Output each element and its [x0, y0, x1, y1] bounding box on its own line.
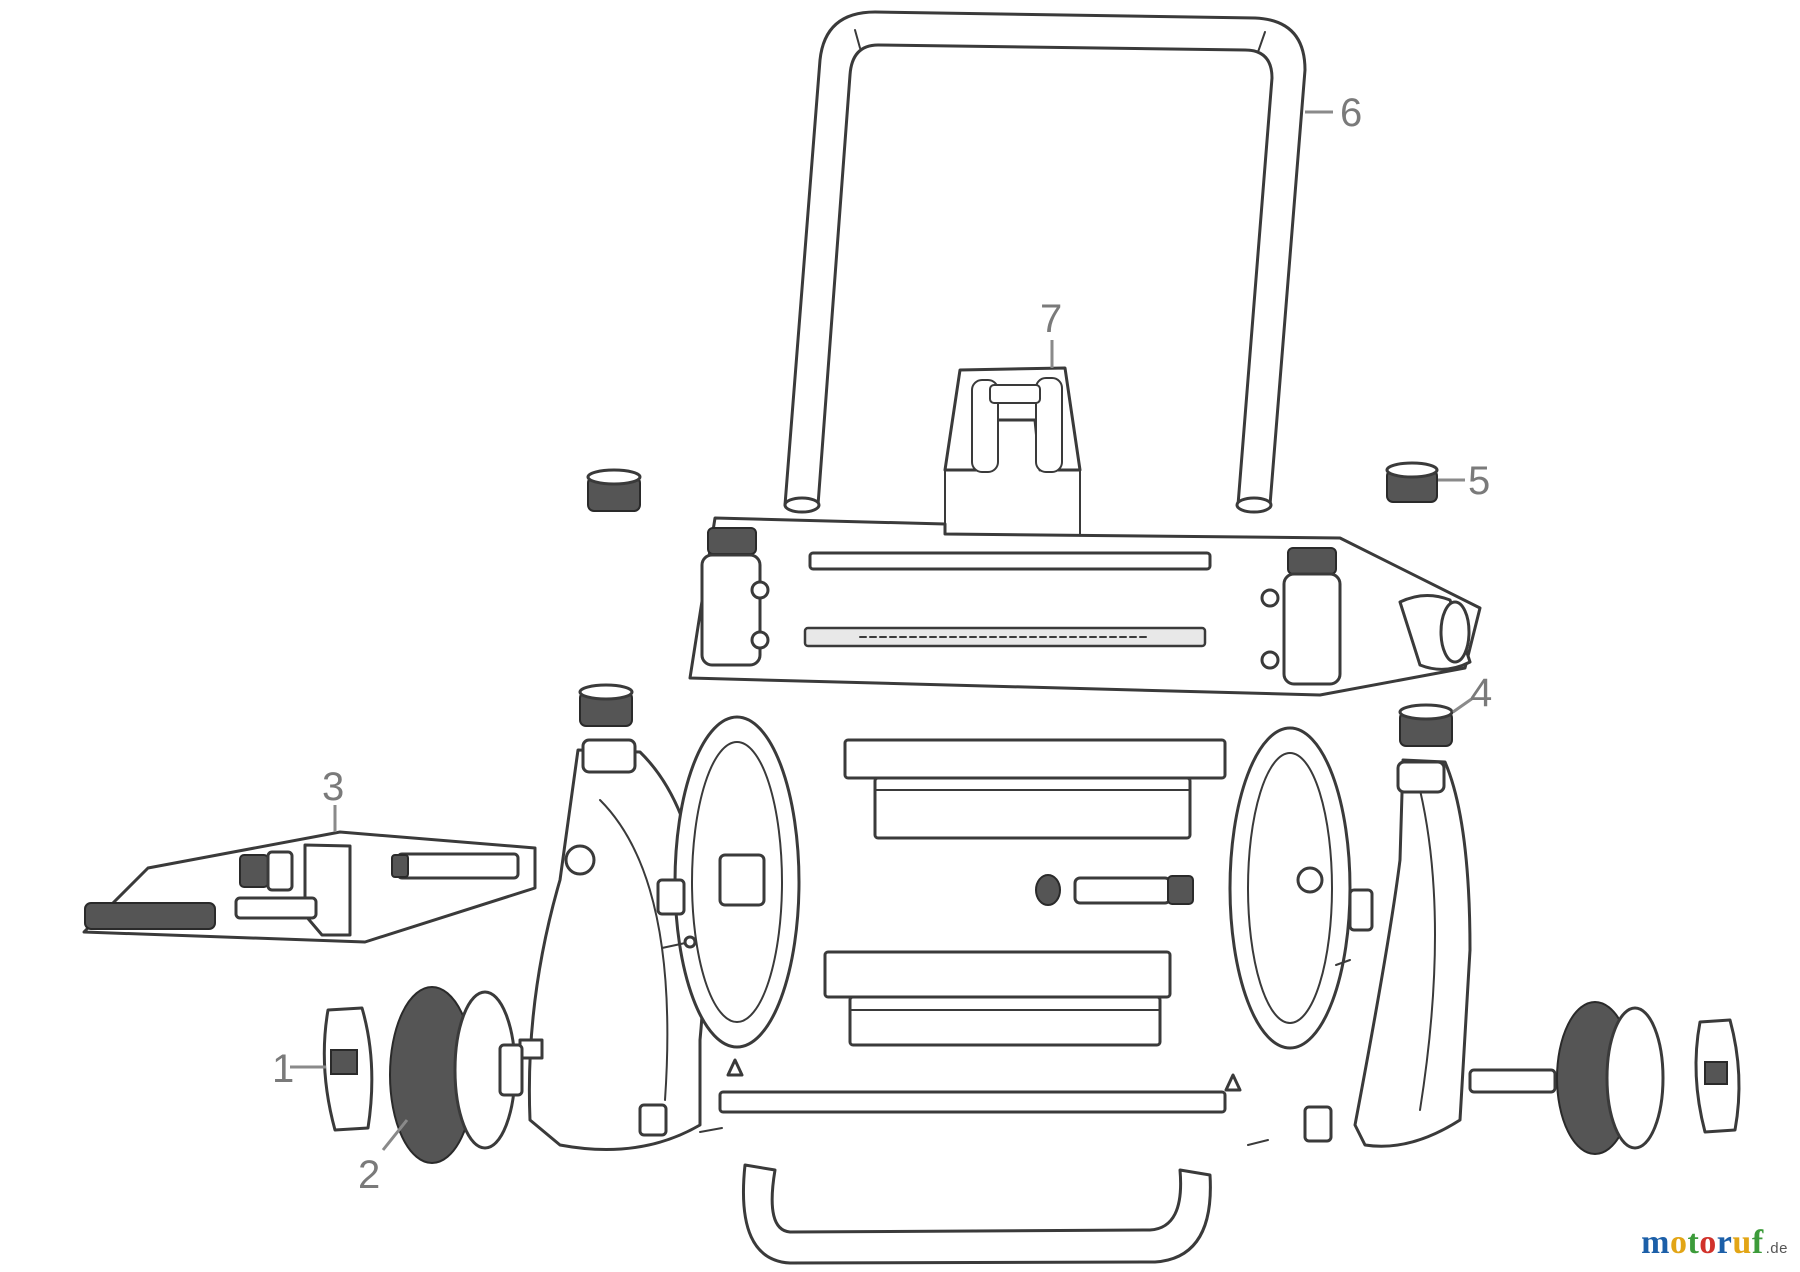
- part-6-handle: [783, 10, 1307, 514]
- part-5-cap-right: [1385, 461, 1439, 503]
- brand-letter: r: [1716, 1224, 1733, 1261]
- leader-lines: [290, 110, 1474, 1151]
- brand-letter: u: [1732, 1224, 1752, 1261]
- part-2-wheel: [389, 986, 524, 1164]
- left-reel-disc: [673, 715, 801, 1049]
- brand-suffix: .de: [1765, 1240, 1788, 1257]
- callout-2: 2: [358, 1153, 380, 1197]
- callout-1: 1: [272, 1047, 294, 1091]
- part-1-hubcap: [322, 1006, 374, 1132]
- upper-drum-slats: [843, 738, 1227, 840]
- right-side-frame: [1353, 758, 1557, 1148]
- right-reel-disc: [1228, 726, 1352, 1050]
- brand-letter: t: [1687, 1224, 1700, 1261]
- callout-5: 5: [1468, 459, 1490, 503]
- brand-letter: o: [1669, 1224, 1688, 1261]
- callout-4: 4: [1470, 671, 1492, 715]
- bottom-handle: [741, 1163, 1212, 1265]
- lower-drum-slats: [823, 950, 1172, 1047]
- right-wheel: [1556, 1001, 1665, 1155]
- cap-top-left: [586, 468, 642, 512]
- brand-logo: motoruf.de: [1641, 1224, 1788, 1262]
- small-fasteners: [638, 878, 1374, 1146]
- brand-letter: o: [1699, 1224, 1717, 1261]
- brand-letter: f: [1751, 1224, 1764, 1261]
- left-side-frame: [518, 738, 706, 1151]
- bottom-axle: [718, 1090, 1227, 1114]
- part-3-detail-inset: [82, 830, 537, 944]
- callout-3: 3: [322, 765, 344, 809]
- callout-7: 7: [1040, 297, 1062, 341]
- part-7-bracket: [943, 366, 1082, 473]
- center-coupling: [1035, 874, 1194, 906]
- right-hubcap: [1694, 1018, 1741, 1134]
- brand-letter: m: [1641, 1224, 1670, 1261]
- callout-6: 6: [1340, 91, 1362, 135]
- top-frame-assembly: [688, 469, 1482, 697]
- part-4-cap: [1398, 703, 1454, 747]
- cap-left-upper: [578, 683, 634, 727]
